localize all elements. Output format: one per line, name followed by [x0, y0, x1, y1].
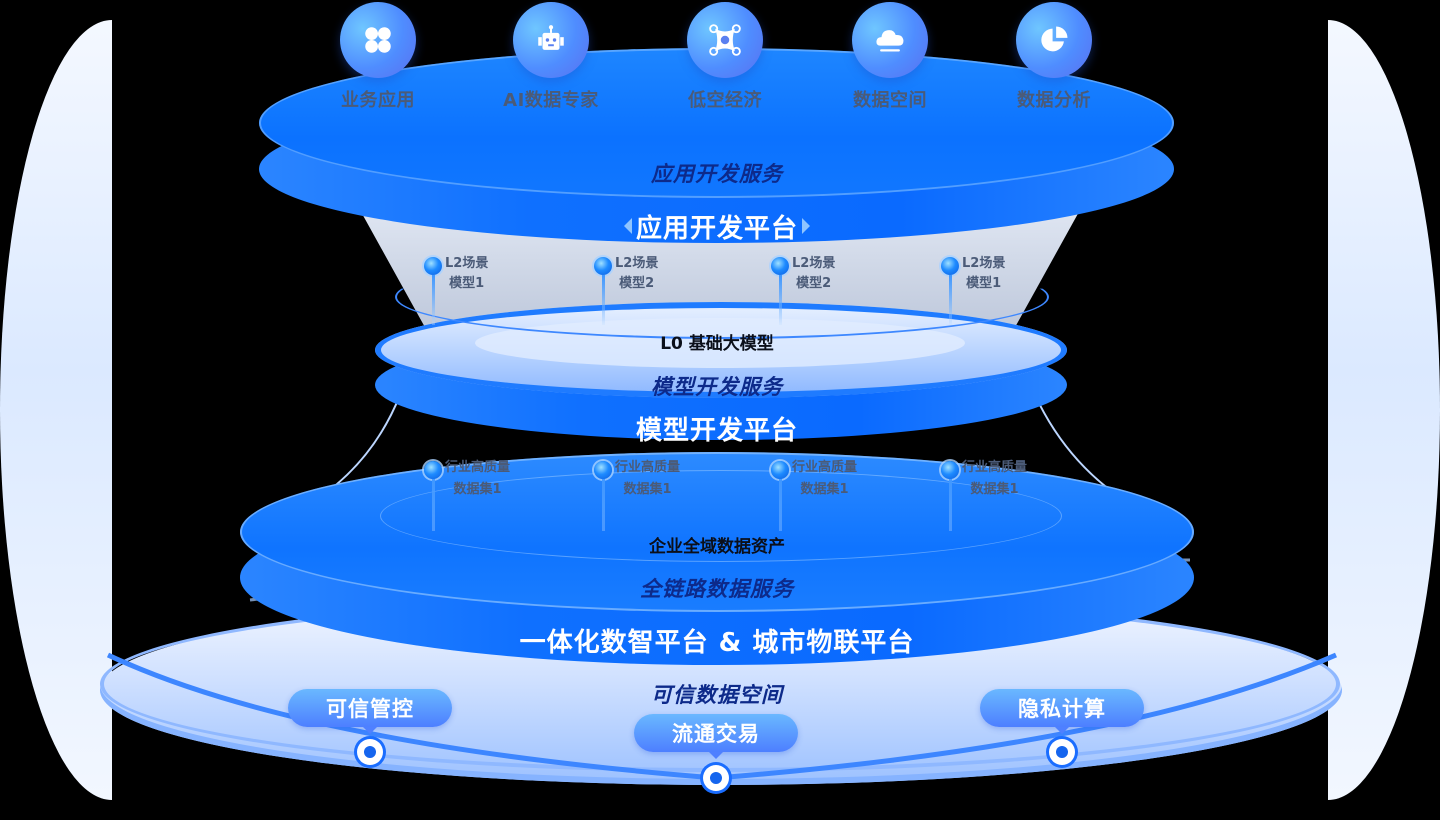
model-core-label: L0 基础大模型 [660, 334, 774, 354]
cloud-icon [873, 23, 907, 57]
pin-label: L2场景模型1 [962, 256, 1006, 291]
app-icon-button-1[interactable] [513, 2, 589, 78]
pin-label: 行业高质量数据集1 [962, 460, 1028, 497]
app-platform-label: 应用开发平台 [635, 214, 799, 244]
data-platform-label: 一体化数智平台 & 城市物联平台 [519, 628, 915, 658]
location-pin-icon [594, 257, 612, 325]
diamond-right-icon [802, 218, 810, 234]
trust-node-icon [703, 765, 729, 791]
model-platform-label: 模型开发平台 [635, 416, 799, 446]
app-icon-button-2[interactable] [687, 2, 763, 78]
location-pin-icon [771, 461, 789, 531]
right-glass-arc [1328, 20, 1440, 800]
data-core-label: 企业全域数据资产 [649, 537, 785, 557]
app-icon-button-4[interactable] [1016, 2, 1092, 78]
app-label: 数据空间 [853, 90, 927, 111]
trust-tag-button[interactable]: 隐私计算 [980, 689, 1144, 734]
trust-tag-button[interactable]: 可信管控 [288, 689, 452, 734]
trust-node-icon [1049, 739, 1075, 765]
robot-icon [534, 23, 568, 57]
app-service-label: 应用开发服务 [651, 162, 783, 186]
pin-label: L2场景模型2 [615, 256, 659, 291]
location-pin-icon [594, 461, 612, 531]
data-service-label: 全链路数据服务 [640, 577, 794, 601]
pin-label: 行业高质量数据集1 [792, 460, 858, 497]
diamond-left-icon [624, 218, 632, 234]
pin-label: L2场景模型2 [792, 256, 836, 291]
model-service-label: 模型开发服务 [651, 375, 783, 399]
trust-service-label: 可信数据空间 [651, 683, 783, 707]
app-label: 低空经济 [688, 90, 762, 111]
trust-node-icon [357, 739, 383, 765]
pin-label: L2场景模型1 [445, 256, 489, 291]
location-pin-icon [424, 461, 442, 531]
location-pin-icon [941, 461, 959, 531]
pin-label: 行业高质量数据集1 [445, 460, 511, 497]
location-pin-icon [771, 257, 789, 325]
location-pin-icon [941, 257, 959, 325]
left-glass-arc [0, 20, 112, 800]
drone-icon [708, 23, 742, 57]
location-pin-icon [424, 257, 442, 325]
pin-label: 行业高质量数据集1 [615, 460, 681, 497]
app-label: 数据分析 [1017, 90, 1091, 111]
app-icon-button-0[interactable] [340, 2, 416, 78]
app-icon-button-3[interactable] [852, 2, 928, 78]
trust-tag-button[interactable]: 流通交易 [634, 714, 798, 759]
grid-icon [361, 23, 395, 57]
pie-chart-icon [1037, 23, 1071, 57]
app-label: AI数据专家 [503, 90, 599, 111]
data-disc-inner-ring [380, 470, 1062, 562]
app-label: 业务应用 [341, 90, 415, 111]
